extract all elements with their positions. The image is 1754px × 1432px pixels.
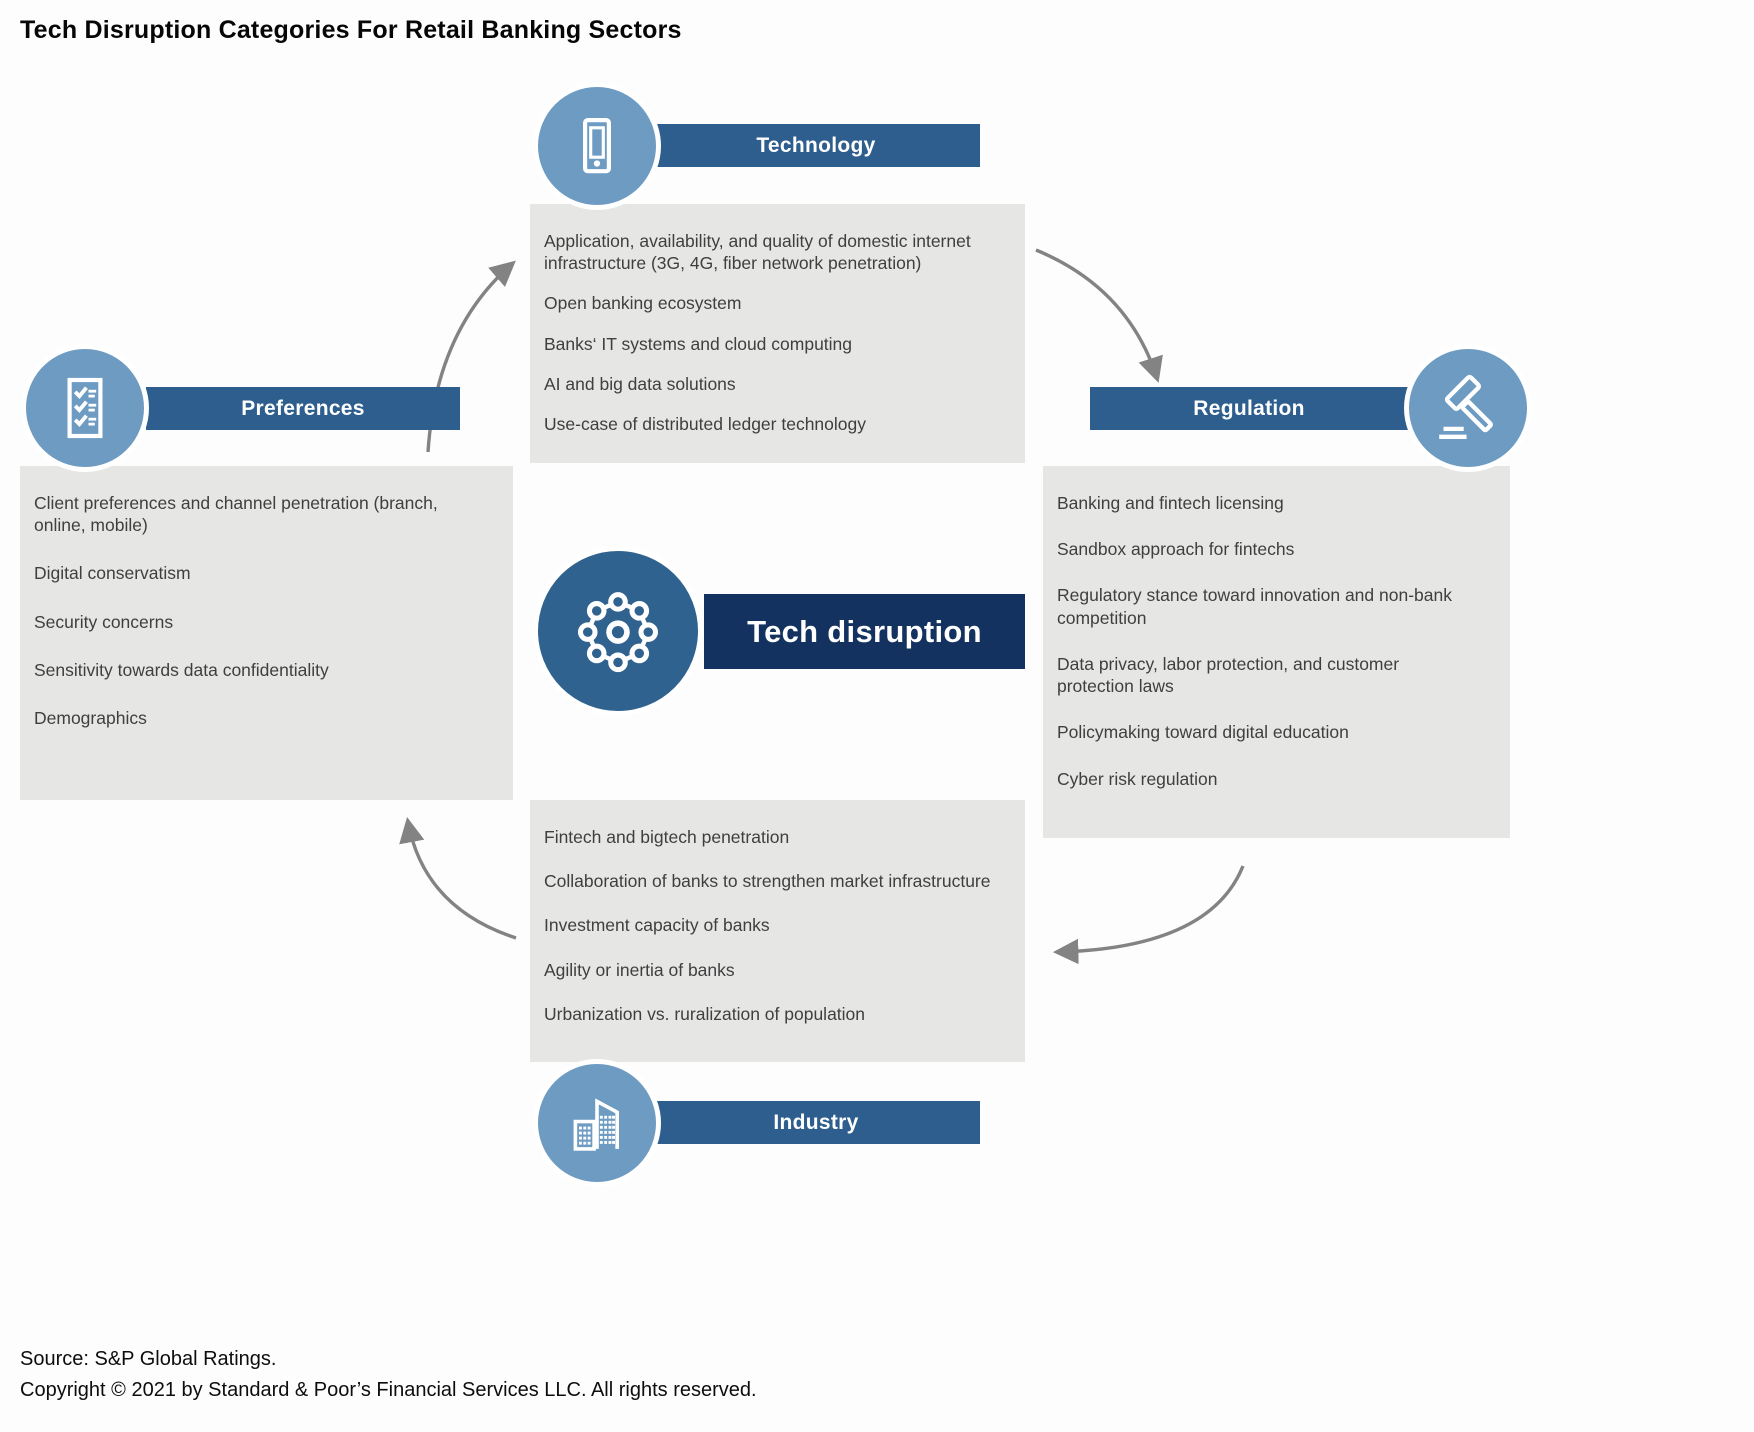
list-item: Fintech and bigtech penetration [544, 827, 790, 847]
list-item: Client preferences and channel penetrati… [34, 493, 438, 536]
list-item: Regulatory stance toward innovation and … [1057, 585, 1452, 628]
list-item: Agility or inertia of banks [544, 959, 735, 980]
technology-items-list: Application, availability, and quality o… [544, 230, 995, 435]
industry-banner: Industry [652, 1101, 980, 1144]
regulation-icon-circle [1404, 344, 1532, 472]
list-item: Policymaking toward digital education [1057, 722, 1349, 743]
arrow-technology-to-regulation [1035, 248, 1163, 383]
technology-items-panel: Application, availability, and quality o… [530, 204, 1025, 463]
list-item: Sensitivity towards data confidentiality [34, 659, 329, 680]
tech-disruption-banner: Tech disruption [704, 594, 1025, 669]
technology-banner: Technology [652, 124, 980, 167]
source-note: Source: S&P Global Ratings. [20, 1348, 277, 1370]
footer: Source: S&P Global Ratings. Copyright © … [20, 1344, 757, 1406]
industry-icon-circle [533, 1059, 661, 1187]
industry-banner-label: Industry [773, 1110, 859, 1134]
tech-disruption-label: Tech disruption [747, 613, 982, 649]
list-item: Banking and fintech licensing [1057, 493, 1284, 513]
list-item: Digital conservatism [34, 563, 191, 584]
list-item: Investment capacity of banks [544, 915, 770, 936]
technology-banner-label: Technology [756, 133, 876, 157]
gavel-icon [1439, 374, 1493, 439]
list-item: Sandbox approach for fintechs [1057, 539, 1295, 560]
list-item: Urbanization vs. ruralization of populat… [544, 1003, 866, 1024]
preferences-items-list: Client preferences and channel penetrati… [34, 492, 483, 729]
list-item: Banks‘ IT systems and cloud computing [544, 333, 853, 354]
page-title: Tech Disruption Categories For Retail Ba… [20, 16, 682, 44]
list-item: Cyber risk regulation [1057, 768, 1218, 789]
network-icon [577, 592, 659, 673]
list-item: Use-case of distributed ledger technolog… [544, 414, 866, 435]
preferences-banner-label: Preferences [241, 396, 365, 420]
buildings-icon [573, 1098, 619, 1151]
regulation-banner: Regulation [1090, 387, 1408, 430]
checklist-icon [67, 377, 103, 439]
preferences-banner: Preferences [146, 387, 460, 430]
list-item: AI and big data solutions [544, 373, 736, 394]
list-item: Collaboration of banks to strengthen mar… [544, 871, 991, 892]
list-item: Security concerns [34, 611, 174, 632]
list-item: Application, availability, and quality o… [544, 231, 971, 274]
list-item: Open banking ecosystem [544, 293, 742, 314]
preferences-icon-circle [21, 344, 149, 472]
regulation-banner-label: Regulation [1193, 396, 1305, 420]
technology-icon-circle [533, 82, 661, 210]
preferences-items-panel: Client preferences and channel penetrati… [20, 466, 513, 800]
copyright-note: Copyright © 2021 by Standard & Poor’s Fi… [20, 1379, 757, 1401]
smartphone-icon [583, 118, 611, 174]
list-item: Data privacy, labor protection, and cust… [1057, 653, 1400, 697]
list-item: Demographics [34, 708, 147, 729]
arrow-regulation-to-industry [1052, 865, 1245, 965]
tech-disruption-circle [533, 546, 703, 716]
arrow-industry-to-preferences [399, 816, 517, 940]
